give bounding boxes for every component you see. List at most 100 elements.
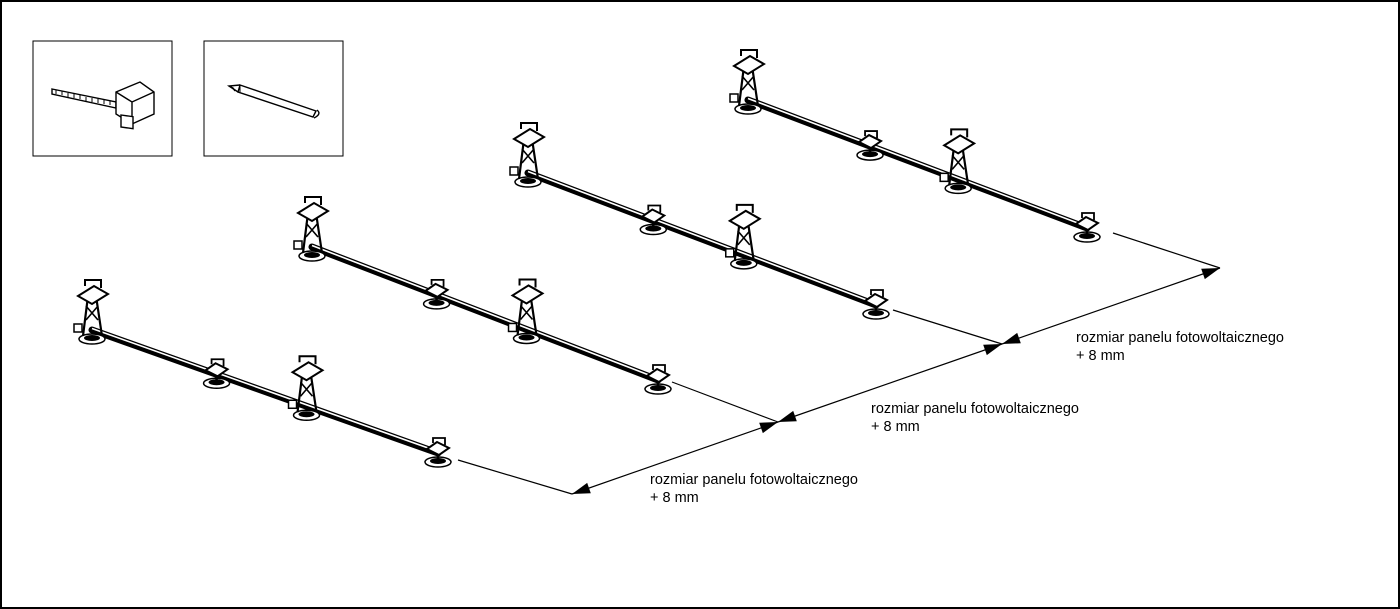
- dimension-1: [457, 381, 779, 495]
- rail-4-pedestal-1: [729, 49, 766, 115]
- dimension-label-3: rozmiar panelu fotowoltaicznego + 8 mm: [1076, 329, 1284, 365]
- dimension-2-line: [777, 343, 1003, 423]
- dimension-label-1-line1: rozmiar panelu fotowoltaicznego: [650, 472, 858, 488]
- dimension-3-arrow-end: [1201, 268, 1220, 280]
- rail-4-beam-highlight: [747, 97, 1088, 228]
- rail-3-pedestal-1-clamp: [520, 122, 538, 131]
- rail-2-pedestal-3: [507, 278, 545, 345]
- dimension-1-extension-a: [457, 459, 573, 495]
- dimension-1-arrow-end: [759, 422, 778, 434]
- rail-1-pedestal-3-side-clip: [287, 399, 298, 410]
- rail-2-pedestal-1-head: [296, 201, 330, 223]
- tape-measure-icon: [51, 81, 155, 130]
- rail-1: [73, 279, 452, 468]
- rail-4-pedestal-3-side-clip: [939, 172, 949, 183]
- rail-3-pedestal-2-clamp: [647, 204, 662, 213]
- rail-1-pedestal-3: [287, 355, 325, 422]
- rail-4-beam: [744, 96, 1091, 232]
- rail-4: [729, 49, 1101, 243]
- rail-1-pedestal-4: [424, 437, 452, 468]
- rail-1-beam-highlight: [91, 327, 439, 453]
- rail-3-pedestal-4-head: [863, 292, 889, 309]
- rail-2-pedestal-4: [644, 364, 672, 395]
- dimension-label-3-line2: + 8 mm: [1076, 348, 1125, 364]
- rail-3-pedestal-1: [509, 122, 546, 188]
- rail-2: [293, 196, 672, 395]
- dimension-3-arrow-start: [1002, 332, 1021, 344]
- rail-3-pedestal-2-head: [640, 208, 667, 224]
- rail-1-pedestal-1-head: [76, 284, 110, 306]
- dimension-1-line: [571, 421, 779, 495]
- rail-1-pedestal-3-brace: [299, 381, 314, 397]
- rail-1-pedestal-1-side-clip: [73, 323, 83, 333]
- rail-3-pedestal-1-base-hub: [520, 178, 536, 184]
- rail-1-pedestal-1: [73, 279, 110, 345]
- rail-3-pedestal-1-brace: [521, 148, 535, 164]
- rail-1-pedestal-2-head: [203, 362, 230, 378]
- rail-2-pedestal-3-brace: [519, 304, 534, 320]
- rail-3-pedestal-3: [725, 203, 762, 270]
- rail-3-beam-highlight: [527, 170, 877, 305]
- rail-4-pedestal-3: [939, 128, 977, 195]
- rail-4-pedestal-2: [856, 130, 884, 161]
- dimension-label-1-line2: + 8 mm: [650, 490, 699, 506]
- rail-4-pedestal-1-brace: [741, 75, 755, 91]
- rail-1-pedestal-4-head: [425, 440, 451, 457]
- rail-2-pedestal-4-head: [645, 367, 671, 384]
- rail-4-pedestal-3-head: [942, 134, 977, 155]
- dimension-1-arrow-start: [572, 482, 591, 494]
- rail-4-pedestal-3-base-hub: [950, 184, 967, 191]
- dimension-3: [1001, 232, 1221, 345]
- dimension-label-2-line1: rozmiar panelu fotowoltaicznego: [871, 401, 1079, 417]
- rail-4-pedestal-2-clamp: [864, 130, 878, 139]
- dimension-3-line: [1001, 267, 1221, 345]
- rail-2-pedestal-4-clamp: [652, 364, 666, 372]
- pencil-icon: [226, 84, 320, 119]
- rail-4-pedestal-1-side-clip: [729, 93, 739, 103]
- rail-1-pedestal-2: [202, 358, 231, 390]
- rail-2-pedestal-2: [422, 278, 451, 310]
- rail-2-pedestal-3-side-clip: [507, 322, 518, 333]
- rail-4-pedestal-1-clamp: [740, 49, 758, 58]
- rail-1-pedestal-2-clamp: [210, 358, 225, 367]
- rail-2-pedestal-3-base-hub: [518, 334, 535, 341]
- dimension-label-2-line2: + 8 mm: [871, 419, 920, 435]
- dimension-label-1: rozmiar panelu fotowoltaicznego + 8 mm: [650, 471, 858, 507]
- rail-4-pedestal-1-base-hub: [740, 105, 756, 111]
- rail-3-pedestal-3-clamp: [735, 203, 754, 213]
- rail-1-pedestal-3-head: [290, 361, 325, 382]
- dimension-2: [777, 309, 1003, 423]
- rail-2-pedestal-1-brace: [305, 222, 319, 238]
- rail-2-pedestal-2-head: [423, 282, 450, 299]
- dimension-2-arrow-start: [778, 410, 797, 422]
- rail-1-beam: [88, 326, 442, 457]
- rail-3-pedestal-3-head: [727, 209, 762, 231]
- rail-3-pedestal-1-head: [512, 127, 546, 149]
- rail-2-pedestal-1-clamp: [304, 196, 322, 205]
- dimension-1-extension-b: [671, 381, 779, 423]
- rail-4-pedestal-4: [1073, 212, 1101, 243]
- dimension-2-arrow-end: [983, 344, 1002, 356]
- rail-2-beam-highlight: [311, 244, 659, 380]
- rail-3-beam: [524, 169, 880, 309]
- rail-2-pedestal-1-side-clip: [293, 240, 303, 250]
- dimension-label-2: rozmiar panelu fotowoltaicznego + 8 mm: [871, 400, 1079, 436]
- rail-3: [509, 122, 890, 320]
- dimension-label-3-line1: rozmiar panelu fotowoltaicznego: [1076, 330, 1284, 346]
- rail-4-pedestal-1-head: [732, 54, 766, 76]
- rail-3-pedestal-3-brace: [737, 230, 751, 246]
- rail-3-pedestal-3-base-hub: [735, 259, 752, 266]
- rail-1-pedestal-3-clamp: [298, 355, 317, 365]
- rail-2-pedestal-3-clamp: [518, 278, 537, 288]
- dimension-3-extension-b: [1112, 232, 1221, 269]
- rail-3-pedestal-4: [862, 289, 890, 320]
- rail-3-pedestal-2: [639, 204, 668, 236]
- rail-3-pedestal-4-clamp: [870, 289, 884, 297]
- rail-1-pedestal-1-base-hub: [84, 335, 100, 341]
- rail-4-pedestal-3-brace: [951, 154, 965, 170]
- rail-2-pedestal-2-clamp: [430, 278, 445, 287]
- rail-4-pedestal-4-clamp: [1081, 212, 1095, 220]
- rails-layer: [73, 49, 1101, 468]
